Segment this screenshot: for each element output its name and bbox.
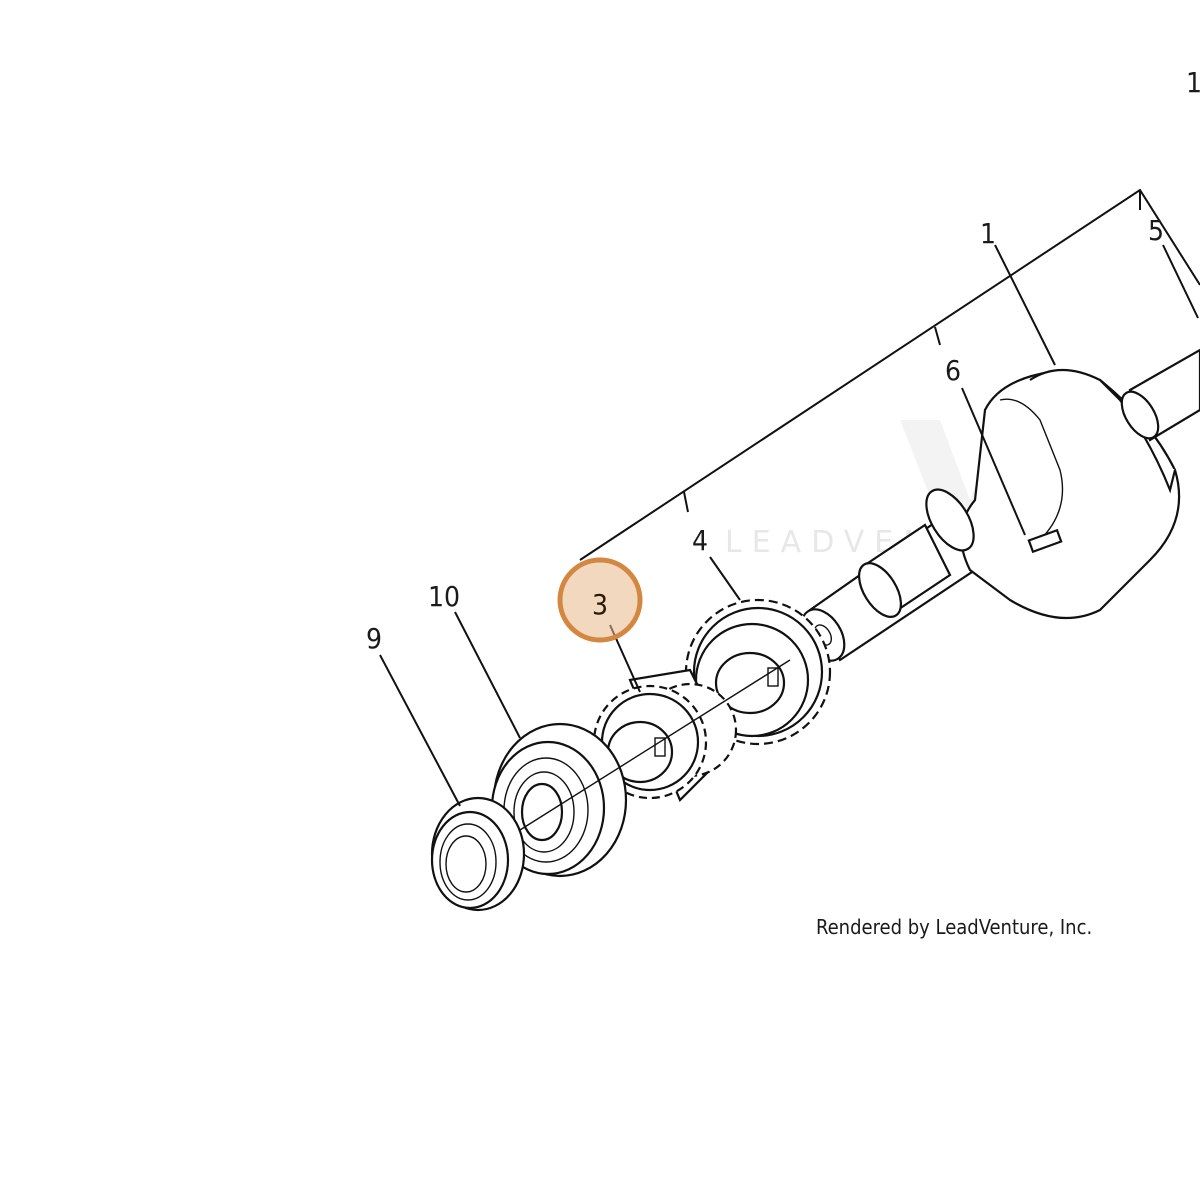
highlight-label: 3 bbox=[592, 588, 608, 621]
callout-4: 4 bbox=[692, 524, 708, 557]
callout-9: 9 bbox=[366, 622, 382, 655]
highlight-marker-3[interactable]: 3 bbox=[557, 557, 643, 643]
leader-lines bbox=[379, 244, 1199, 807]
crankshaft bbox=[800, 348, 1200, 662]
callout-10: 10 bbox=[428, 580, 460, 613]
callout-edge: 1 bbox=[1186, 66, 1200, 99]
callout-5: 5 bbox=[1148, 214, 1164, 247]
callout-6: 6 bbox=[945, 354, 961, 387]
axis-line bbox=[519, 659, 791, 831]
callout-1: 1 bbox=[980, 217, 996, 250]
credit-text: Rendered by LeadVenture, Inc. bbox=[816, 915, 1092, 939]
group-bracket bbox=[579, 188, 1200, 561]
seal-part-9 bbox=[430, 796, 526, 912]
highlight-circle[interactable] bbox=[557, 557, 643, 643]
